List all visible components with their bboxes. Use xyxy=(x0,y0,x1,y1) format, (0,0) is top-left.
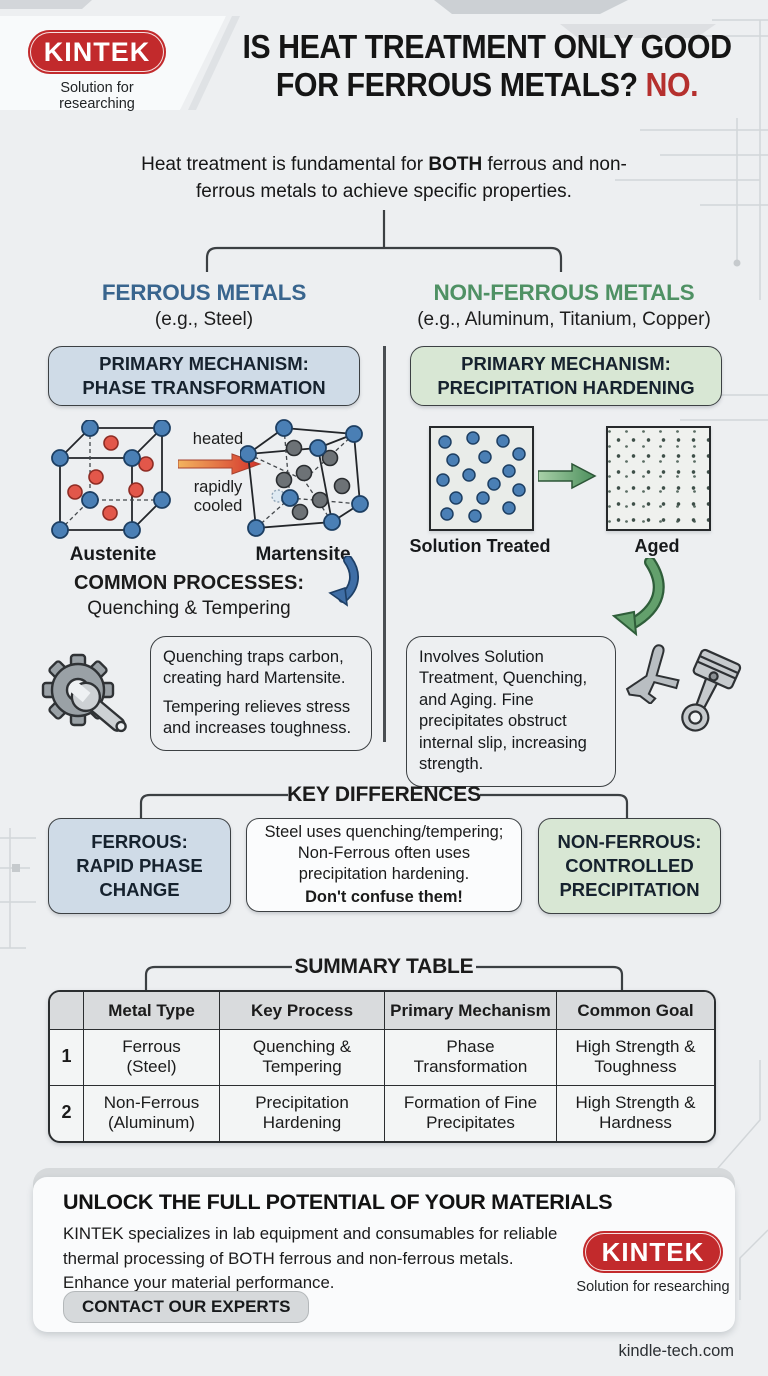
key-diff-center-box: Steel uses quenching/tempering; Non-Ferr… xyxy=(246,818,522,912)
summary-table-title: SUMMARY TABLE xyxy=(294,955,474,978)
table-cell-goal: High Strength & Toughness xyxy=(557,1030,714,1086)
nonferrous-mechanism-box: PRIMARY MECHANISM: PRECIPITATION HARDENI… xyxy=(410,346,722,406)
summary-table: Metal Type Key Process Primary Mechanism… xyxy=(48,990,716,1143)
common-processes-value: Quenching & Tempering xyxy=(87,598,291,619)
nonferrous-example: (e.g., Aluminum, Titanium, Copper) xyxy=(417,309,711,330)
rapidly-cooled-label: rapidly cooled xyxy=(193,478,243,516)
title-answer: NO. xyxy=(645,65,699,103)
nonferrous-heading: NON-FERROUS METALS xyxy=(433,280,695,305)
table-cell-goal: High Strength & Hardness xyxy=(575,1092,696,1133)
table-row-number: 1 xyxy=(50,1030,84,1086)
nonferrous-note-box: Involves Solution Treatment, Quenching, … xyxy=(406,636,616,787)
brand-tagline-footer: Solution for researching xyxy=(576,1279,730,1295)
footer-body: KINTEK specializes in lab equipment and … xyxy=(63,1224,558,1293)
kintek-logo-footer: KINTEK xyxy=(583,1231,723,1273)
ferrous-heading-block: FERROUS METALS (e.g., Steel) xyxy=(48,280,360,331)
website-link[interactable]: kindle-tech.com xyxy=(618,1342,734,1360)
ferrous-mechanism-box: PRIMARY MECHANISM: PHASE TRANSFORMATION xyxy=(48,346,360,406)
footer-headline: UNLOCK THE FULL POTENTIAL OF YOUR MATERI… xyxy=(63,1190,613,1214)
ferrous-heading: FERROUS METALS xyxy=(101,280,307,305)
table-header-blank xyxy=(50,992,84,1030)
airplane-icon xyxy=(625,644,680,704)
aged-label: Aged xyxy=(634,536,680,556)
title-line-1: IS HEAT TREATMENT ONLY GOOD xyxy=(242,28,732,65)
piston-icon xyxy=(681,648,742,732)
table-cell-process: Quenching & Tempering xyxy=(220,1030,385,1086)
page-title: IS HEAT TREATMENT ONLY GOOD FOR FERROUS … xyxy=(236,28,738,103)
table-header-key-process: Key Process xyxy=(220,992,385,1030)
footer-card: UNLOCK THE FULL POTENTIAL OF YOUR MATERI… xyxy=(33,1177,735,1332)
aged-diagram xyxy=(606,426,711,531)
intro-text: Heat treatment is fundamental for BOTH f… xyxy=(141,154,627,202)
key-diff-warning: Don't confuse them! xyxy=(305,888,463,906)
key-diff-ferrous-box: FERROUS: RAPID PHASE CHANGE xyxy=(48,818,231,914)
solution-treated-diagram xyxy=(429,426,534,531)
table-cell-metal: Non-Ferrous (Aluminum) xyxy=(84,1085,220,1141)
table-cell-process: Precipitation Hardening xyxy=(220,1085,385,1141)
martensite-label: Martensite xyxy=(255,544,351,565)
heat-arrow-icon xyxy=(178,453,262,475)
ferrous-note-1: Quenching traps carbon, creating hard Ma… xyxy=(163,648,346,688)
ferrous-example: (e.g., Steel) xyxy=(154,309,254,330)
green-curved-arrow-icon xyxy=(611,558,665,637)
common-processes-block: COMMON PROCESSES: Quenching & Tempering xyxy=(60,572,318,620)
brand-tagline: Solution for researching xyxy=(59,80,135,112)
contact-experts-button[interactable]: CONTACT OUR EXPERTS xyxy=(63,1291,310,1323)
table-header-metal-type: Metal Type xyxy=(84,992,220,1030)
ferrous-note-box: Quenching traps carbon, creating hard Ma… xyxy=(150,636,372,751)
austenite-label: Austenite xyxy=(69,544,157,565)
solution-treated-label: Solution Treated xyxy=(409,536,551,556)
key-differences-title: KEY DIFFERENCES xyxy=(287,783,481,806)
table-cell-mechanism: Formation of Fine Precipitates xyxy=(385,1085,557,1141)
curved-arrow-down-icon xyxy=(328,556,359,607)
nonferrous-heading-block: NON-FERROUS METALS (e.g., Aluminum, Tita… xyxy=(408,280,720,331)
aging-arrow-icon xyxy=(538,462,597,490)
table-cell-mechanism: Phase Transformation xyxy=(385,1030,557,1086)
austenite-lattice-diagram xyxy=(51,420,171,539)
ferrous-note-2: Tempering relieves stress and increases … xyxy=(163,697,352,738)
martensite-lattice-diagram xyxy=(240,419,369,537)
key-diff-nonferrous-box: NON-FERROUS: CONTROLLED PRECIPITATION xyxy=(538,818,721,914)
common-processes-label: COMMON PROCESSES: xyxy=(73,572,305,594)
table-cell-metal: Ferrous (Steel) xyxy=(84,1030,220,1086)
nonferrous-note: Involves Solution Treatment, Quenching, … xyxy=(419,648,588,774)
title-line-2: FOR FERROUS METALS? NO. xyxy=(275,65,699,103)
column-divider xyxy=(383,346,386,742)
kintek-logo: KINTEK xyxy=(28,30,166,74)
heated-label: heated xyxy=(192,430,244,448)
gear-wrench-icon xyxy=(41,653,127,733)
table-row-number: 2 xyxy=(50,1085,84,1141)
table-header-primary-mechanism: Primary Mechanism xyxy=(385,992,557,1030)
table-header-common-goal: Common Goal xyxy=(557,992,714,1030)
